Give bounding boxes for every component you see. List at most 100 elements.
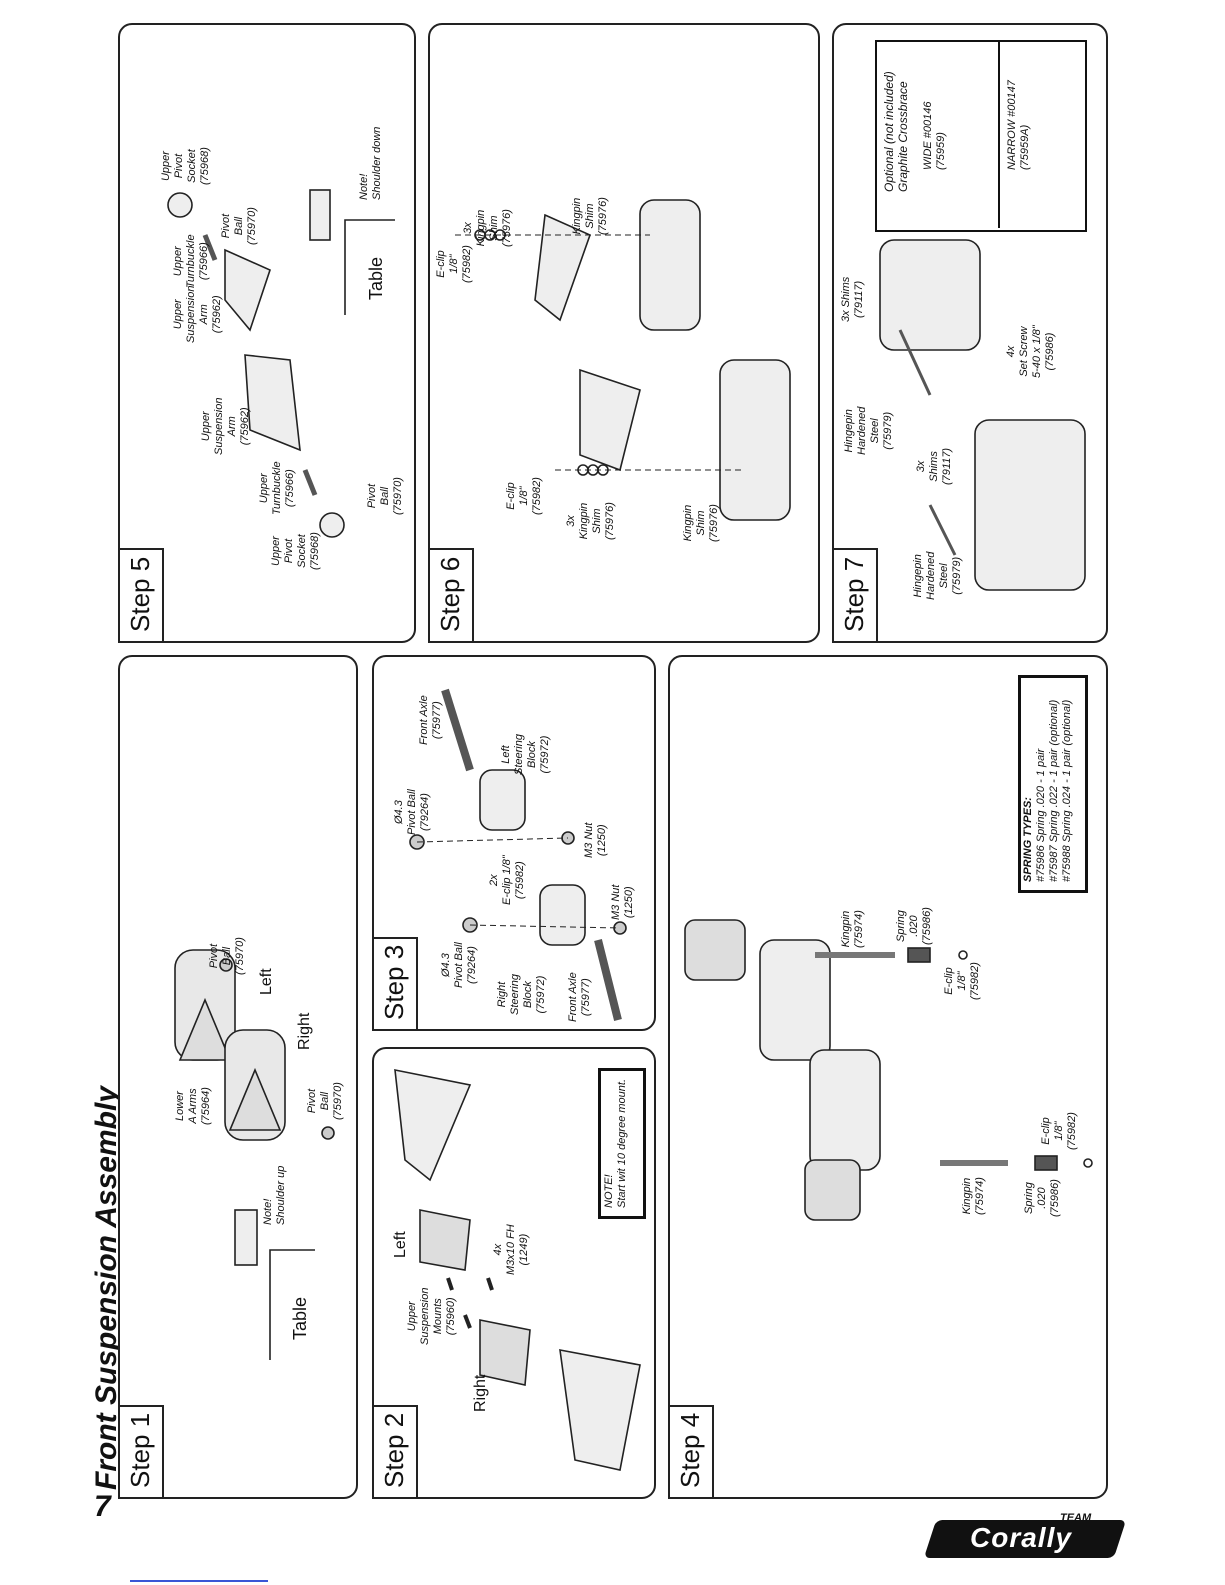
step2-left-label: Left xyxy=(392,1231,409,1258)
step2-upper-mounts-label: Upper Suspension Mounts (75960) xyxy=(406,1287,457,1346)
step3-block-right xyxy=(539,884,586,946)
step3-pivot-ball-a-label: Ø4.3 Pivot Ball (79264) xyxy=(440,942,478,988)
step3-dash-b xyxy=(416,837,569,843)
step1-arm-left-a xyxy=(178,997,232,1061)
step2-right-label: Right xyxy=(472,1374,489,1412)
step4-eclip-b xyxy=(1083,1158,1093,1168)
step7-hingepin-upper xyxy=(898,329,932,396)
step2-arm-right xyxy=(559,1349,641,1471)
step1-table-line xyxy=(269,1249,315,1360)
step5-socket-a xyxy=(319,512,345,538)
step1-pivot-ball-b-label: Pivot Ball (75970) xyxy=(306,1082,344,1120)
step3-m3-nut-b-label: M3 Nut (1250) xyxy=(583,822,608,858)
step6-eclip-a-label: E-clip 1/8" (75982) xyxy=(435,245,473,283)
step4-label-box xyxy=(668,1405,714,1499)
step7-optional-divider xyxy=(998,40,1000,228)
step1-pivot-ball-a-label: Pivot Ball (75970) xyxy=(208,937,246,975)
step6-eclip-b-label: E-clip 1/8" (75982) xyxy=(505,477,543,515)
step3-label-box xyxy=(372,937,418,1031)
step3-dash-a xyxy=(469,924,621,929)
step7-optional-box xyxy=(875,40,1087,232)
step4-spring-a xyxy=(907,947,931,963)
step2-screws-label: 4x M3x10 FH (1249) xyxy=(492,1224,530,1275)
step5-shoulder-part xyxy=(309,189,331,241)
step5-upper-arm-b-label: Upper Suspension Arm (75962) xyxy=(172,285,223,344)
step5-pivot-ball-b-label: Pivot Ball (75970) xyxy=(220,207,258,245)
step6-arm-lower xyxy=(579,368,641,472)
step5-table-label: Table xyxy=(366,256,386,300)
step7-shims-b-label: 3x Shims (79117) xyxy=(840,276,865,322)
step1-pivot-ball-a xyxy=(219,958,233,972)
step7-hingepin-b-label: Hingepin Hardened Steel (75979) xyxy=(843,406,894,455)
step4-eclip-a xyxy=(958,950,968,960)
step5-upper-turnbuckle-b-label: Upper Turnbuckle (75966) xyxy=(172,234,210,288)
step2-mount-left xyxy=(419,1209,471,1271)
step1-right-label: Right xyxy=(296,1012,313,1050)
spring-types-text: SPRING TYPES: #75986 Spring .020 - 1 pai… xyxy=(1022,700,1074,882)
step3-front-axle-b-label: Front Axle (75977) xyxy=(418,695,443,745)
step4-eclip-b-label: E-clip 1/8" (75982) xyxy=(1040,1112,1078,1150)
step1-table-label: Table xyxy=(290,1296,310,1340)
step1-arm-right-a xyxy=(228,1067,282,1131)
step6-arm-upper xyxy=(534,213,592,322)
spring-type-line: #75986 Spring .020 - 1 pair xyxy=(1035,748,1047,882)
step7-hingepin-lower xyxy=(928,504,957,556)
step6-knuckle-lower xyxy=(719,359,791,521)
step5-turnbuckle-b xyxy=(202,234,218,261)
step7-narrow-label: NARROW #00147 (75959A) xyxy=(1006,80,1031,170)
step5-label-box xyxy=(118,548,164,643)
step7-assembly-upper xyxy=(879,239,981,351)
step4-arm-upper xyxy=(759,939,831,1061)
step5-upper-socket-a-label: Upper Pivot Socket (75968) xyxy=(270,532,321,570)
step2-label-box xyxy=(372,1405,418,1499)
step2-screw-2 xyxy=(486,1277,494,1291)
step2-arm-left xyxy=(394,1069,472,1182)
step3-left-block-label: Left Steering Block (75972) xyxy=(500,734,551,775)
step7-wide-label: WIDE #00146 (75959) xyxy=(922,101,947,170)
step6-kingpin-shim-c-label: 3x Kingpin Shim (75976) xyxy=(565,502,616,540)
step2-note-box xyxy=(598,1068,646,1219)
step6-kingpin-shim-d-label: Kingpin Shim (75976) xyxy=(682,504,720,542)
step5-panel xyxy=(118,23,416,643)
step2-screw-3 xyxy=(463,1314,472,1329)
step7-assembly-lower xyxy=(974,419,1086,591)
step1-left-label: Left xyxy=(258,968,275,995)
spring-type-line: #75988 Spring .024 - 1 pair (optional) xyxy=(1061,699,1073,882)
step3-m3-nut-a-label: M3 Nut (1250) xyxy=(610,884,635,920)
step1-shoulder-part xyxy=(234,1209,258,1266)
step5-upper-arm-a-label: Upper Suspension Arm (75962) xyxy=(200,397,251,456)
step2-mount-right xyxy=(479,1319,531,1386)
brand-logo-text: Corally xyxy=(970,1522,1072,1553)
step1-label-box xyxy=(118,1405,164,1499)
step1-pivot-ball-b xyxy=(321,1126,335,1140)
footer-rule xyxy=(130,1580,268,1582)
step4-block-lower xyxy=(804,1159,861,1221)
step1-lower-arms-label: Lower A Arms (75964) xyxy=(174,1087,212,1125)
step7-label-box xyxy=(832,548,878,643)
step6-knuckle-upper xyxy=(639,199,701,331)
step3-axle-left xyxy=(441,688,474,772)
step6-kingpin-shim-a-label: 3x Kingpin Shim (75976) xyxy=(462,209,513,247)
step5-upper-socket-b-label: Upper Pivot Socket (75968) xyxy=(160,147,211,185)
step5-table-line xyxy=(344,219,395,315)
step7-set-screw-label: 4x Set Screw 5-40 x 1/8" (75986) xyxy=(1005,325,1056,378)
page-number: 7 xyxy=(94,1490,111,1523)
step4-kingpin-b-label: Kingpin (75974) xyxy=(961,1177,986,1215)
step5-arm-left xyxy=(244,354,301,452)
step2-screw-1 xyxy=(446,1277,454,1291)
step4-spring-a-label: Spring .020 (75986) xyxy=(895,907,933,945)
step6-label-box xyxy=(428,548,474,643)
step5-socket-b xyxy=(167,192,193,218)
step6-panel xyxy=(428,23,820,643)
step5-pivot-ball-a-label: Pivot Ball (75970) xyxy=(366,477,404,515)
step3-right-block-label: Right Steering Block (75972) xyxy=(496,974,547,1015)
step5-upper-turnbuckle-a-label: Upper Turnbuckle (75966) xyxy=(258,461,296,515)
step5-note: Note! Shoulder down xyxy=(358,126,383,200)
step4-kingpin-a-label: Kingpin (75974) xyxy=(840,910,865,948)
step7-optional-heading: Optional (not included) Graphite Crossbr… xyxy=(882,71,910,192)
step7-hingepin-a-label: Hingepin Hardened Steel (75979) xyxy=(912,551,963,600)
spring-types-heading: SPRING TYPES: xyxy=(1022,797,1034,882)
step3-front-axle-a-label: Front Axle (75977) xyxy=(567,972,592,1022)
step3-eclip-label: 2x E-clip 1/8" (75982) xyxy=(488,855,526,905)
